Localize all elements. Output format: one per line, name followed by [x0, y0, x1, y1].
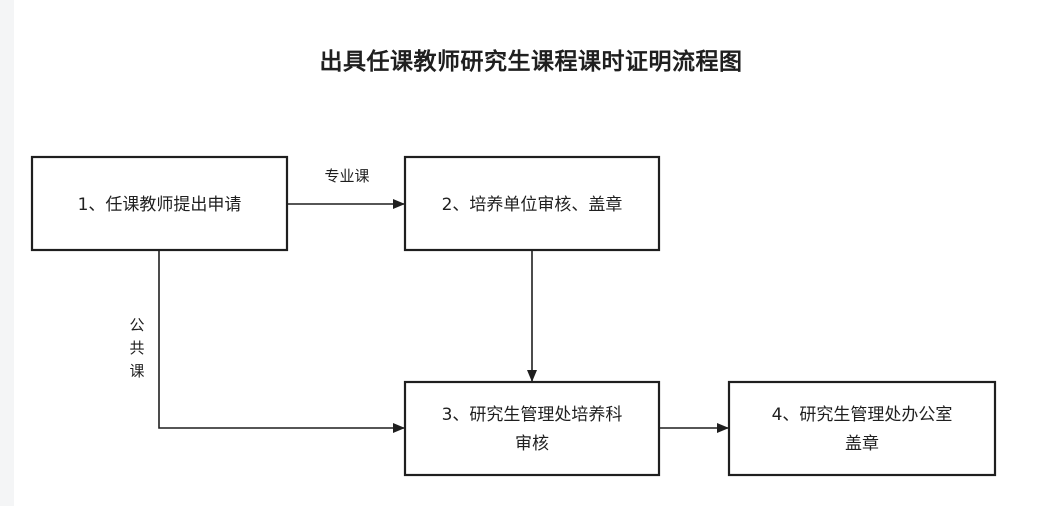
edge-label: 专业课 — [324, 167, 369, 185]
node-box — [403, 380, 661, 477]
edge-label-char: 课 — [129, 362, 144, 380]
node-box — [727, 380, 997, 477]
node-apply: 1、任课教师提出申请 — [30, 155, 289, 252]
node-label: 3、研究生管理处培养科 — [442, 405, 623, 425]
node-label: 1、任课教师提出申请 — [78, 195, 242, 215]
edge-label-char: 共 — [129, 339, 144, 357]
node-office-stamp: 4、研究生管理处办公室 盖章 — [727, 380, 997, 477]
node-box — [403, 155, 661, 252]
node-label: 盖章 — [845, 434, 879, 454]
edge-n1-n3: 公共课 — [129, 250, 405, 433]
edge-label-char: 公 — [129, 316, 144, 334]
node-box — [30, 155, 289, 252]
diagram-title: 出具任课教师研究生课程课时证明流程图 — [319, 49, 743, 75]
node-training-review: 3、研究生管理处培养科 审核 — [403, 380, 661, 477]
edge-line — [158, 250, 405, 433]
node-label: 审核 — [515, 434, 549, 454]
node-label: 2、培养单位审核、盖章 — [442, 195, 623, 215]
left-margin-strip — [0, 0, 14, 506]
edge-n1-n2: 专业课 — [287, 167, 405, 209]
node-unit-review: 2、培养单位审核、盖章 — [403, 155, 661, 252]
edge-label-vertical: 公共课 — [129, 316, 144, 380]
node-label: 4、研究生管理处办公室 — [772, 405, 953, 425]
